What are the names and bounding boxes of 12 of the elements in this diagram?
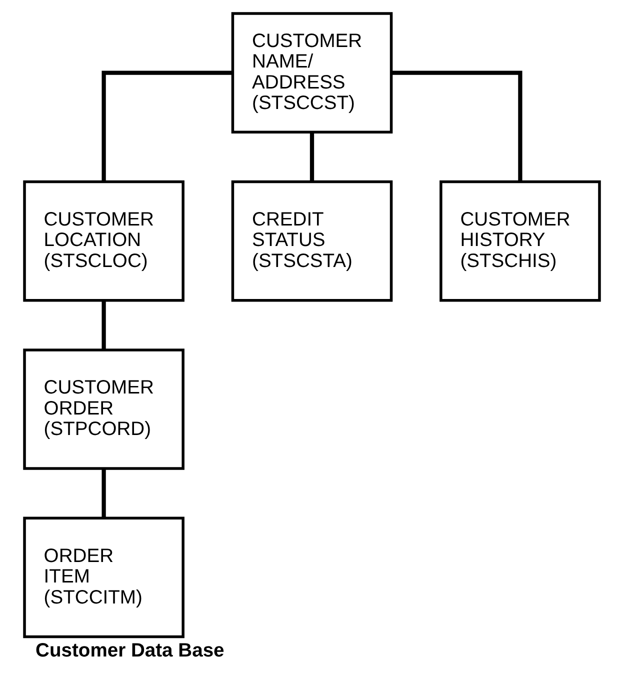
caption: Customer Data Base <box>36 640 224 662</box>
connector <box>310 132 314 182</box>
connector <box>102 300 106 350</box>
connector <box>102 468 106 518</box>
node-box: CUSTOMER ORDER (STPCORD) <box>23 348 184 470</box>
node-box: CREDIT STATUS (STSCSTA) <box>231 180 393 302</box>
connector <box>102 70 233 182</box>
connector <box>391 70 522 182</box>
node-box: CUSTOMER HISTORY (STSCHIS) <box>440 180 601 302</box>
node-box: CUSTOMER NAME/ ADDRESS (STSCCST) <box>231 12 393 134</box>
node-box: ORDER ITEM (STCCITM) <box>23 516 184 638</box>
node-box: CUSTOMER LOCATION (STSCLOC) <box>23 180 184 302</box>
